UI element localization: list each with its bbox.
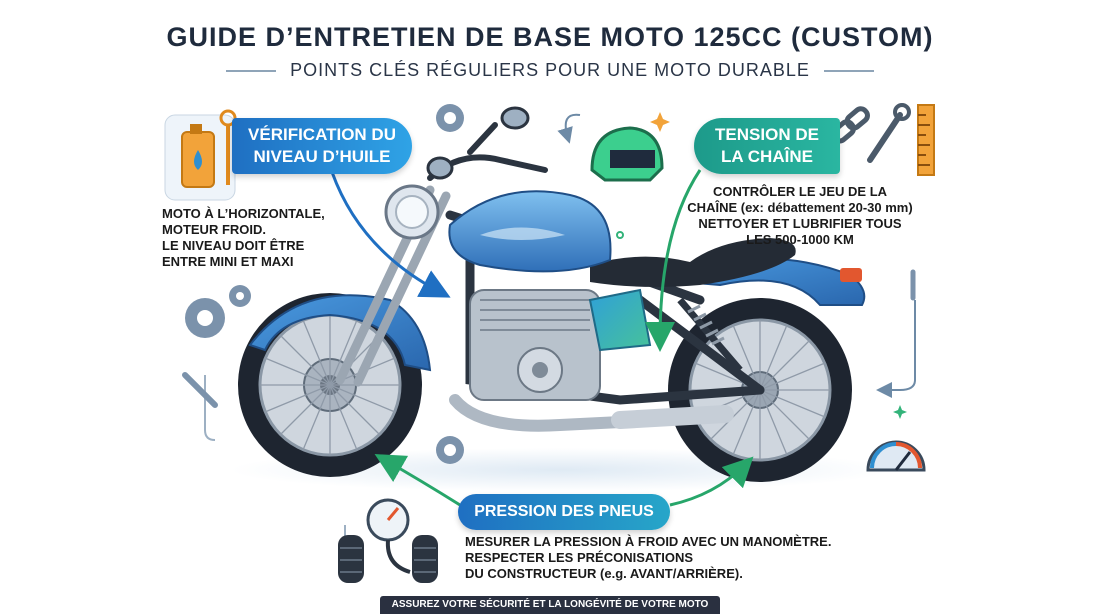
oil-check-banner: VÉRIFICATION DU NIVEAU D’HUILE [232, 118, 412, 174]
chain-pointer-arrow [645, 169, 702, 352]
chain-title-line1: TENSION DE [715, 125, 819, 144]
pressure-gauge-icon [366, 498, 411, 574]
tire-icon [338, 535, 438, 583]
tire-note-line2: RESPECTER LES PRÉCONISATIONS [465, 550, 694, 565]
chain-note-line4: LES 500-1000 KM [746, 232, 854, 247]
tail-light [840, 268, 862, 282]
chain-note-line2: CHAÎNE (ex: débattement 20-30 mm) [687, 200, 913, 215]
ruler-icon [917, 104, 935, 176]
page-title: GUIDE D’ENTRETIEN DE BASE MOTO 125CC (CU… [166, 22, 934, 52]
mirror [500, 106, 530, 130]
tire-pressure-banner: PRESSION DES PNEUS [458, 494, 670, 530]
chain-tension-banner: TENSION DE LA CHAÎNE [694, 118, 840, 174]
subtitle-divider-left [226, 69, 277, 72]
tire-front-arrow [374, 454, 461, 507]
seat [590, 238, 796, 287]
oil-note-line3: LE NIVEAU DOIT ÊTRE [162, 238, 305, 253]
tire-note: MESURER LA PRESSION À FROID AVEC UN MANO… [465, 534, 845, 582]
gear-icon [185, 104, 464, 464]
page-subtitle: POINTS CLÉS RÉGULIERS POUR UNE MOTO DURA… [290, 60, 810, 80]
speedometer-icon [866, 440, 926, 472]
exhaust [449, 394, 706, 432]
oil-note-line4: ENTRE MINI ET MAXI [162, 254, 294, 269]
rear-shock [677, 297, 743, 373]
oil-note: MOTO À L’HORIZONTALE, MOTEUR FROID. LE N… [162, 206, 362, 270]
wrench-icon [867, 103, 911, 163]
helmet-icon [590, 126, 664, 182]
wrench-icon-left [182, 372, 218, 408]
subtitle-divider-right [823, 69, 874, 72]
chain-note: CONTRÔLER LE JEU DE LA CHAÎNE (ex: débat… [660, 184, 940, 248]
chain-title-line2: LA CHAÎNE [721, 147, 813, 166]
tire-note-line3: DU CONSTRUCTEUR (e.g. AVANT/ARRIÈRE). [465, 566, 743, 581]
engine [469, 289, 601, 401]
side-cover [588, 288, 652, 352]
tire-note-line1: MESURER LA PRESSION À FROID AVEC UN MANO… [465, 534, 832, 549]
chain-note-line3: NETTOYER ET LUBRIFIER TOUS [698, 216, 902, 231]
oil-note-line1: MOTO À L’HORIZONTALE, [162, 206, 325, 221]
sparkle-icon [616, 112, 907, 419]
front-fender [248, 294, 432, 372]
oil-title-line2: NIVEAU D’HUILE [253, 147, 391, 166]
subtitle-row: POINTS CLÉS RÉGULIERS POUR UNE MOTO DURA… [0, 60, 1100, 81]
tire-rear-arrow [669, 456, 754, 507]
oil-bottle-icon [164, 114, 236, 201]
oil-pointer-arrow [330, 171, 451, 298]
oil-note-line2: MOTEUR FROID. [162, 222, 266, 237]
oil-title-line1: VÉRIFICATION DU [248, 125, 396, 144]
chain-note-line1: CONTRÔLER LE JEU DE LA [712, 184, 888, 199]
footer-banner: ASSUREZ VOTRE SÉCURITÉ ET LA LONGÉVITÉ D… [380, 596, 720, 614]
